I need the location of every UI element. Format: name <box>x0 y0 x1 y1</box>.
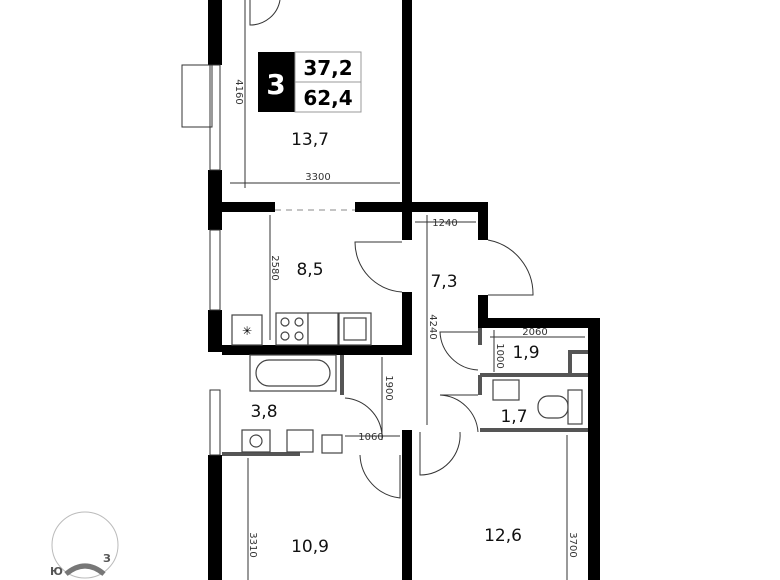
room-area: 7,3 <box>430 272 457 292</box>
dimension-label: 2060 <box>522 327 547 338</box>
room-area: 1,9 <box>512 343 539 363</box>
dimension-label: 1060 <box>358 432 383 443</box>
room-area: 8,5 <box>296 260 323 280</box>
room-area: 13,7 <box>291 130 329 150</box>
dimension-label: 4240 <box>427 314 438 339</box>
bath-fixtures <box>241 354 583 454</box>
compass-icon: Ю З <box>50 511 119 579</box>
windows <box>181 64 221 456</box>
kitchen-fixtures: ✳ <box>231 312 372 346</box>
doors <box>249 0 534 499</box>
dimension-label: 2580 <box>269 255 280 280</box>
dimension-label: 1240 <box>432 218 457 229</box>
dimension-label: 1900 <box>383 375 394 400</box>
compass-west: З <box>103 552 111 565</box>
walls <box>208 0 600 580</box>
room-area: 1,7 <box>500 407 527 427</box>
room-area: 10,9 <box>291 537 329 557</box>
dimension-label: 1000 <box>494 343 505 368</box>
compass-south: Ю <box>50 565 63 578</box>
partitions <box>222 328 588 456</box>
total-area: 62,4 <box>303 86 352 110</box>
rooms-count: 3 <box>266 68 285 101</box>
dimension-label: 3310 <box>247 532 258 557</box>
dimension-lines <box>230 0 585 580</box>
dimension-label: 3700 <box>567 532 578 557</box>
apartment-badge: 3 37,2 62,4 <box>258 51 362 113</box>
room-area: 3,8 <box>250 402 277 422</box>
fan-icon: ✳ <box>242 324 252 338</box>
dimension-label: 3300 <box>305 172 330 183</box>
room-area: 12,6 <box>484 526 522 546</box>
living-area: 37,2 <box>303 56 352 80</box>
dimension-label: 4160 <box>233 79 244 104</box>
